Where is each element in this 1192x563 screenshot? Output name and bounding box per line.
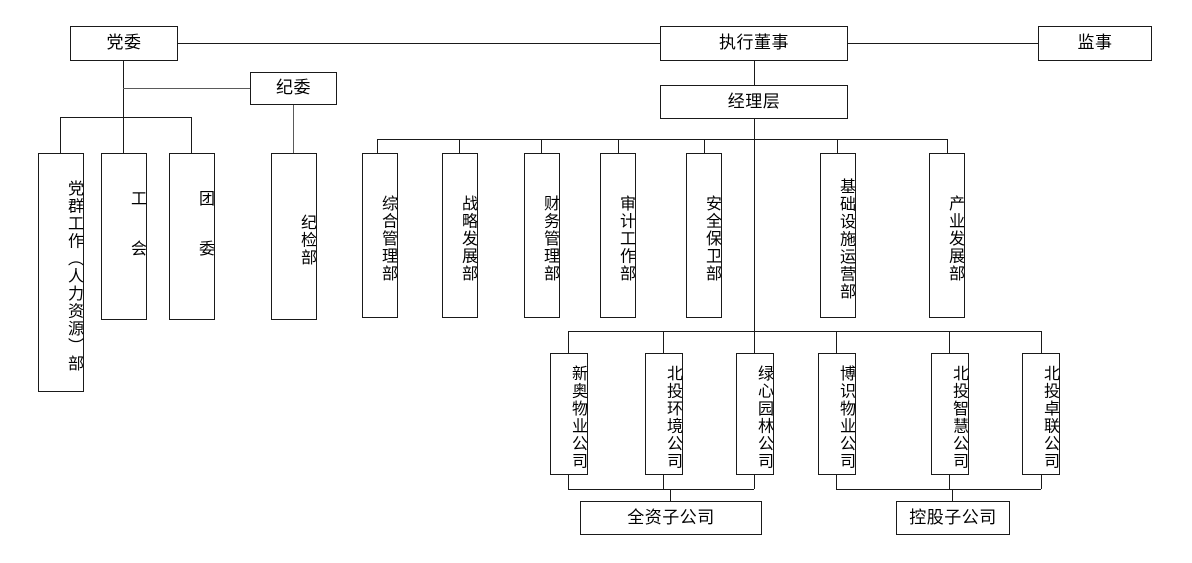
box-wholly-owned-group-label[interactable]: 全资子公司: [580, 501, 762, 535]
box-department-4[interactable]: 安全保卫部: [686, 153, 722, 318]
drop-subsidiary-1: [663, 331, 665, 353]
drop-department-4: [704, 139, 706, 153]
box-department-1[interactable]: 战略发展部: [442, 153, 478, 318]
box-party-unit-0[interactable]: 党群工作（人力资源）部: [38, 153, 84, 392]
riser-holding-1: [949, 475, 951, 489]
drop-department-5: [837, 139, 839, 153]
box-holding-company-0[interactable]: 博识物业公司: [818, 353, 856, 475]
drop-department-3: [618, 139, 620, 153]
box-wholly-owned-company-1[interactable]: 北投环境公司: [645, 353, 683, 475]
box-wholly-owned-company-0[interactable]: 新奥物业公司: [550, 353, 588, 475]
bus-party-units: [60, 117, 191, 119]
box-discipline-committee[interactable]: 纪委: [250, 72, 337, 105]
box-department-3[interactable]: 审计工作部: [600, 153, 636, 318]
drop-party-unit-2: [123, 117, 125, 153]
riser-holding-0: [836, 475, 838, 489]
box-department-2[interactable]: 财务管理部: [524, 153, 560, 318]
connector-director-to-supervisor: [848, 43, 1038, 45]
drop-subsidiary-5: [1041, 331, 1043, 353]
box-executive-director[interactable]: 执行董事: [660, 26, 848, 61]
box-wholly-owned-company-2[interactable]: 绿心园林公司: [736, 353, 774, 475]
drop-subsidiary-4: [949, 331, 951, 353]
connector-party-to-director: [178, 43, 660, 45]
connector-holding-group: [952, 489, 954, 501]
riser-wholly-owned-0: [568, 475, 570, 489]
box-department-5[interactable]: 基础设施运营部: [820, 153, 856, 318]
drop-department-1: [459, 139, 461, 153]
connector-party-to-discipline: [123, 88, 250, 90]
bus-subsidiaries: [568, 331, 1042, 333]
box-holding-group-label[interactable]: 控股子公司: [896, 501, 1010, 535]
drop-subsidiary-0: [568, 331, 570, 353]
riser-wholly-owned-1: [663, 475, 665, 489]
bus-holding-group: [836, 489, 1041, 491]
drop-department-6: [947, 139, 949, 153]
box-supervisor[interactable]: 监事: [1038, 26, 1152, 61]
riser-wholly-owned-2: [754, 475, 756, 489]
connector-discipline-to-unit: [293, 105, 295, 153]
box-holding-company-1[interactable]: 北投智慧公司: [931, 353, 969, 475]
connector-manager-stem: [754, 119, 756, 331]
box-holding-company-2[interactable]: 北投卓联公司: [1022, 353, 1060, 475]
box-department-0[interactable]: 综合管理部: [362, 153, 398, 318]
box-department-6[interactable]: 产业发展部: [929, 153, 965, 318]
drop-subsidiary-3: [836, 331, 838, 353]
box-party-committee[interactable]: 党委: [70, 26, 178, 61]
drop-department-2: [541, 139, 543, 153]
bus-wholly-owned-group: [568, 489, 754, 491]
riser-holding-2: [1041, 475, 1043, 489]
connector-director-to-manager: [754, 61, 756, 85]
box-manager-layer[interactable]: 经理层: [660, 85, 848, 119]
drop-party-unit-3: [191, 117, 193, 153]
connector-wholly-owned-group: [670, 489, 672, 501]
drop-department-0: [377, 139, 379, 153]
drop-party-unit-1: [60, 117, 62, 153]
box-party-unit-2[interactable]: 团委: [169, 153, 215, 320]
box-party-unit-1[interactable]: 工会: [101, 153, 147, 320]
bus-departments: [377, 139, 947, 141]
box-discipline-unit-0[interactable]: 纪检部: [271, 153, 317, 320]
drop-subsidiary-2: [754, 331, 756, 353]
